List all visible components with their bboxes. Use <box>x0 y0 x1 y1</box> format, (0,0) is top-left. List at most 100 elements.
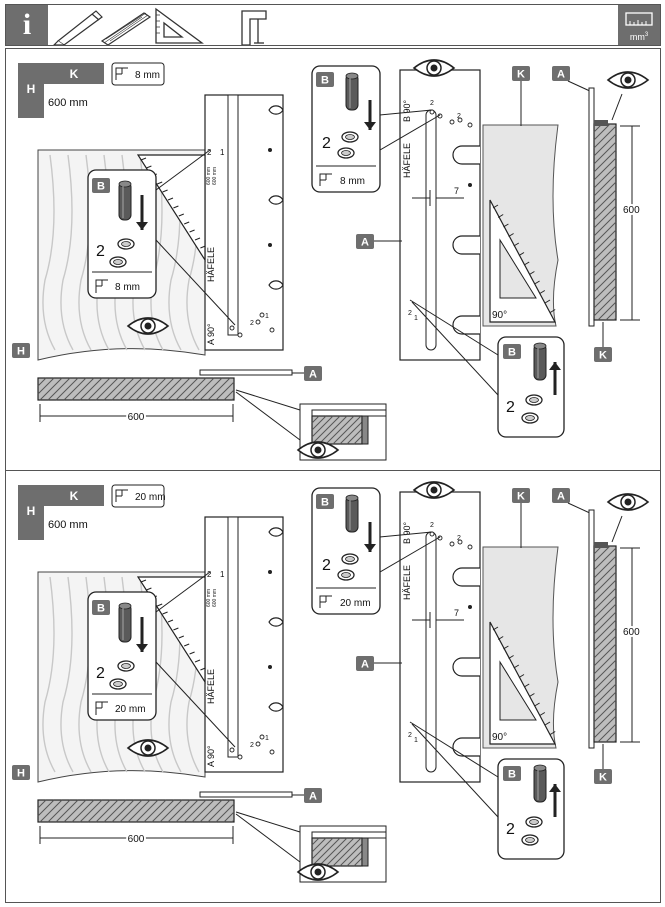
hatch-line <box>135 377 159 401</box>
leader <box>611 515 623 543</box>
badge-b-bottom: B <box>503 344 521 359</box>
marker-dot <box>269 327 275 333</box>
hatch-line <box>191 799 215 823</box>
hole-inner <box>121 663 131 669</box>
template-dot <box>268 243 272 247</box>
marker-dot <box>449 119 455 125</box>
hatch-line <box>311 415 327 431</box>
hatch-line <box>346 850 363 867</box>
hatch-line <box>593 277 617 301</box>
hole-icon <box>341 553 359 565</box>
hole-inner <box>113 681 123 687</box>
hatch-line <box>37 377 55 395</box>
hatch-line <box>87 799 111 823</box>
eye-icon <box>412 59 456 77</box>
callout-thickness: 20 mm <box>115 704 146 715</box>
hatch-line <box>593 579 617 603</box>
hatch-line <box>63 377 87 401</box>
hatch-line <box>311 837 334 860</box>
ruler-tick <box>534 280 540 285</box>
hatch-line <box>311 837 320 846</box>
hatch-line <box>55 377 79 401</box>
hatch-line <box>127 799 151 823</box>
zoom-edge <box>361 837 369 867</box>
dim-600-left: 600 <box>128 834 145 845</box>
ruler-icon <box>625 12 653 26</box>
badge-a-mid-bg <box>356 234 374 249</box>
panel-corner-icon <box>115 489 128 502</box>
ruler-tick <box>523 261 530 266</box>
hatch-line <box>119 799 143 823</box>
tiny-mm-1: 600 mm <box>206 589 212 607</box>
hatched-board-left <box>37 799 235 823</box>
step-2-glyph: 2 <box>96 665 105 682</box>
hatch-line <box>353 435 363 445</box>
num-1b: 1 <box>265 735 269 742</box>
hatch-line <box>593 181 617 205</box>
marker-dot <box>449 541 455 547</box>
hatch-line <box>175 799 199 823</box>
ruler-tick <box>529 693 535 697</box>
hatch-line <box>39 377 63 401</box>
hatch-line <box>353 857 363 867</box>
hatch-line <box>593 261 617 285</box>
hatch-line <box>47 377 71 401</box>
hatch-line <box>103 377 127 401</box>
callout-leader <box>155 661 236 748</box>
hatch-line <box>223 389 235 401</box>
ruler-tick <box>544 721 551 726</box>
arrow-head <box>136 644 148 652</box>
ruler-tick <box>140 157 147 161</box>
panel-corner-icon <box>115 67 128 80</box>
ruler-tick <box>194 237 201 241</box>
hatch-line <box>37 799 47 809</box>
brand-label-b: HÄFELE <box>402 565 412 600</box>
ruler-tick <box>492 204 499 209</box>
badge-a-right: A <box>552 66 570 81</box>
badge-b-bottom-bg <box>503 344 521 359</box>
eye-icon <box>606 493 650 511</box>
dim-7: 7 <box>454 608 459 618</box>
badge-a-text: A <box>309 791 317 803</box>
badge-b-top-bg <box>316 494 334 509</box>
tiny-mm-2: 600 mm <box>212 589 218 607</box>
ruler-tick <box>167 197 174 201</box>
badge-b-text: B <box>97 603 105 615</box>
template-notch <box>268 702 284 712</box>
hatch-line <box>593 189 617 213</box>
num-2c: 2 <box>430 100 434 107</box>
template-dot <box>268 148 272 152</box>
wood-board-icon <box>100 12 152 45</box>
eye-pupil <box>314 446 322 454</box>
hatch-line <box>311 415 320 424</box>
legend-k-label: K <box>70 67 79 81</box>
content-frame <box>5 48 661 903</box>
step-2-glyph: 2 <box>96 243 105 260</box>
ruler-tick <box>146 165 152 169</box>
set-square-b-inner <box>499 660 537 721</box>
hole-inner <box>341 572 351 578</box>
badge-h: H <box>12 765 30 780</box>
num-1b: 1 <box>265 313 269 320</box>
callout-leader <box>379 531 433 538</box>
callout-left <box>87 591 157 721</box>
template-dot <box>268 570 272 574</box>
hatch-line <box>159 799 183 823</box>
hole-inner <box>525 837 535 843</box>
badge-b: B <box>92 178 110 193</box>
hatch-line <box>593 213 617 237</box>
callout-leader <box>379 109 433 116</box>
badge-b-top-bg <box>316 72 334 87</box>
hatch-line <box>593 221 617 245</box>
template-edge <box>199 791 293 798</box>
ruler-tick <box>513 664 520 669</box>
callout-top <box>311 65 381 193</box>
template-dot <box>468 605 472 609</box>
marker-dot <box>467 544 473 550</box>
badge-a: A <box>304 366 322 381</box>
legend-height: 600 mm <box>48 97 88 109</box>
hole-icon <box>117 660 135 672</box>
badge-b-top-text: B <box>321 497 329 509</box>
hatch-line <box>593 667 617 691</box>
